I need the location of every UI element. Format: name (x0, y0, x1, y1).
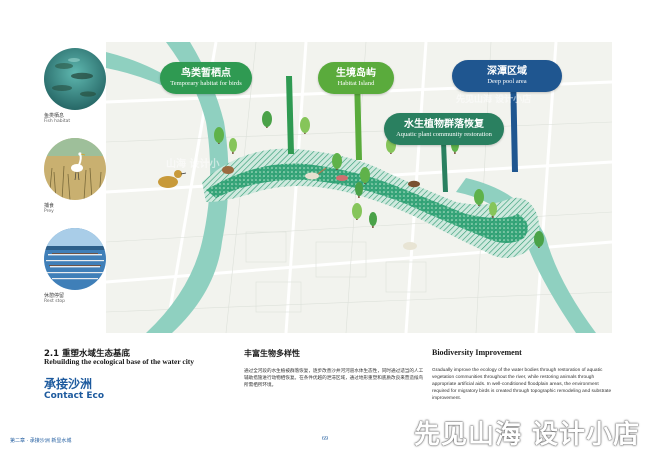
callout-cn: 水生植物群落恢复 (404, 119, 484, 130)
fish-habitat-photo (44, 48, 106, 110)
photo-column: 鱼类栖息 Fish habitat (44, 48, 106, 304)
watermark: 先见山海 设计小店 (413, 420, 640, 450)
photo-label-en: Fish habitat (44, 119, 71, 124)
callout-cn: 鸟类暂栖点 (181, 68, 231, 79)
callout-bird-habitat: 鸟类暂栖点 Temporary habitat for birds (160, 62, 252, 94)
callout-en: Temporary habitat for birds (170, 80, 242, 87)
rest-stop-photo (44, 228, 106, 290)
callout-cn: 生境岛屿 (336, 68, 376, 79)
map-watermark-2: 先见山海 设计小店 (456, 93, 531, 105)
photo-label-cn: 鱼类栖息 (44, 113, 65, 119)
callout-aquatic-plant: 水生植物群落恢复 Aquatic plant community restora… (384, 113, 504, 145)
biodiversity-title-en: Biodiversity Improvement (432, 348, 522, 357)
photo-label-en: Rest stop (44, 299, 65, 304)
biodiversity-title-cn: 丰富生物多样性 (244, 349, 300, 358)
callout-en: Deep pool area (487, 78, 527, 85)
callout-en: Habitat Island (337, 80, 375, 87)
callout-cn: 深潭区域 (487, 66, 527, 77)
biodiversity-body-cn: 通过全河段的水生植被群落恢复，逐步改善沙井河河道水体生态性，同时通过适当的人工辅… (244, 369, 424, 388)
callout-habitat-island: 生境岛屿 Habitat Island (318, 62, 394, 94)
footer-chapter: 第二章 · 承接沙洲 新显水城 (10, 438, 72, 444)
map-watermark: 山海 设计小 (166, 157, 219, 170)
page-number: 69 (322, 436, 328, 442)
contact-title-en: Contact Eco (44, 391, 105, 401)
photo-item-rest: 休憩停留 Rest stop (44, 228, 106, 304)
photo-item-fish: 鱼类栖息 Fish habitat (44, 48, 106, 124)
photo-label-cn: 捕食 (44, 203, 55, 209)
section-title-en: Rebuilding the ecological base of the wa… (44, 357, 195, 366)
photo-item-prey: 捕食 Prey (44, 138, 106, 214)
callout-en: Aquatic plant community restoration (396, 131, 492, 138)
section-title: 2.1 重塑水域生态基底 (44, 349, 131, 359)
photo-label-en: Prey (44, 209, 54, 214)
egret-prey-photo (44, 138, 106, 200)
biodiversity-body-en: Gradually improve the ecology of the wat… (432, 368, 612, 401)
photo-label-cn: 休憩停留 (44, 293, 65, 299)
callout-deep-pool: 深潭区域 Deep pool area (452, 60, 562, 92)
contact-title-cn: 承接沙洲 (44, 377, 93, 391)
